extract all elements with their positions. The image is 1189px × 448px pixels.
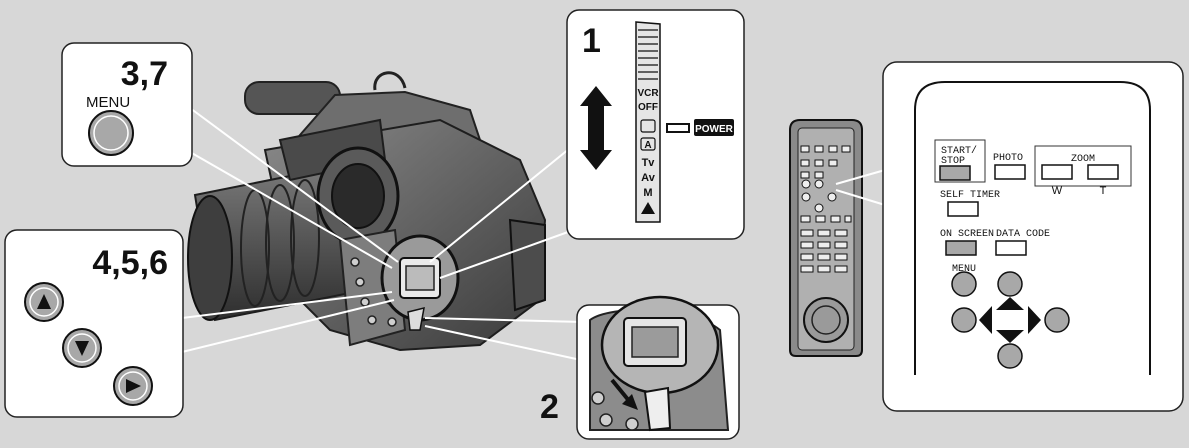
zoom-t-button[interactable] xyxy=(1087,164,1119,180)
data-code-button[interactable] xyxy=(995,240,1027,256)
zoom-t-label: T xyxy=(1100,185,1107,197)
photo-button[interactable] xyxy=(994,164,1026,180)
zoom-w-label: W xyxy=(1052,185,1063,197)
zoom-w-button[interactable] xyxy=(1041,164,1073,180)
remote-up-button[interactable] xyxy=(997,271,1023,297)
photo-label: PHOTO xyxy=(993,153,1023,164)
remote-jog-dial[interactable] xyxy=(803,297,849,343)
step-label-menu: 3,7 xyxy=(121,55,168,93)
mode-av: Av xyxy=(641,172,656,184)
data-code-label: DATA CODE xyxy=(996,229,1050,240)
mode-blank-icon xyxy=(640,119,656,133)
start-stop-button[interactable] xyxy=(939,165,971,181)
up-arrow-button-icon[interactable] xyxy=(24,282,64,322)
on-screen-label: ON SCREEN xyxy=(940,229,994,240)
strap-loop xyxy=(373,71,407,91)
up-down-arrow-icon xyxy=(580,86,612,170)
self-timer-button[interactable] xyxy=(947,201,979,217)
start-stop-label-1: START/ xyxy=(941,145,977,157)
lock-lever[interactable] xyxy=(407,306,425,331)
down-arrow-button-icon[interactable] xyxy=(62,328,102,368)
menu-button[interactable] xyxy=(88,110,134,156)
menu-label: MENU xyxy=(86,94,130,111)
grip xyxy=(508,218,546,312)
remote-leader-lines xyxy=(835,169,886,206)
self-timer-label: SELF TIMER xyxy=(940,190,1000,201)
remote-detail-callout: START/ STOP PHOTO ZOOM W T SELF TIMER ON… xyxy=(882,61,1184,412)
step-label-power: 1 xyxy=(582,22,601,60)
remote-menu-label: MENU xyxy=(952,264,976,275)
mode-tv: Tv xyxy=(642,157,656,169)
zoom-label: ZOOM xyxy=(1071,154,1095,165)
on-screen-button[interactable] xyxy=(945,240,977,256)
mode-vcr: VCR xyxy=(637,88,659,99)
remote-controller xyxy=(789,119,863,357)
right-arrow-button-icon[interactable] xyxy=(113,366,153,406)
mode-auto: A xyxy=(644,140,651,151)
remote-down-button[interactable] xyxy=(997,343,1023,369)
remote-left-button[interactable] xyxy=(951,307,977,333)
power-badge xyxy=(694,119,734,136)
mode-m: M xyxy=(643,187,652,199)
power-callout: 1 VCR OFF A Tv Av M POWER xyxy=(566,9,745,240)
lock-lever-detail[interactable] xyxy=(643,386,672,432)
menu-callout: 3,7 MENU xyxy=(61,42,193,167)
remote-right-button[interactable] xyxy=(1044,307,1070,333)
leader-lines xyxy=(181,107,591,363)
lens-front xyxy=(187,195,233,321)
remote-direction-arrows-icon xyxy=(979,297,1041,343)
camcorder-illustration xyxy=(187,71,547,352)
lock-callout: 2 xyxy=(540,295,740,440)
step-label-lock: 2 xyxy=(540,388,559,426)
remote-menu-button[interactable] xyxy=(951,271,977,297)
start-stop-label-2: STOP xyxy=(941,156,965,167)
lock-arrow-icon xyxy=(610,378,638,410)
navigation-callout: 4,5,6 xyxy=(4,229,184,418)
power-lamp-icon xyxy=(666,123,690,133)
easy-recording-icon xyxy=(641,202,655,214)
power-label: POWER xyxy=(695,124,734,135)
step-label-nav: 4,5,6 xyxy=(92,244,168,282)
mode-off: OFF xyxy=(638,102,658,113)
